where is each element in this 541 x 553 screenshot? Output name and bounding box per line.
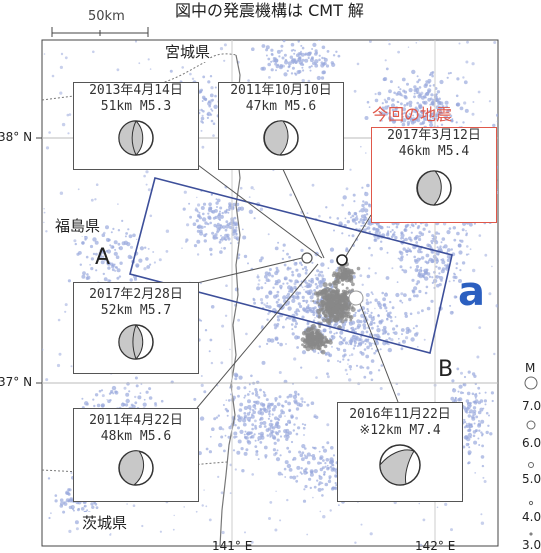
mechanism-date: 2017年2月28日 xyxy=(89,287,183,302)
mechanism-date: 2017年3月12日 xyxy=(387,128,481,143)
cross-section-label: a xyxy=(458,269,485,315)
mechanism-depth-magnitude: 51km M5.3 xyxy=(100,99,172,114)
mechanism-depth-magnitude: 52km M5.7 xyxy=(100,303,172,318)
mechanism-date: 2013年4月14日 xyxy=(89,83,183,98)
epicenter-2017mar xyxy=(336,254,348,266)
prefecture-label-fukushima: 福島県 xyxy=(55,215,101,236)
mechanism-box-2017-02-28: 2017年2月28日 52km M5.7 xyxy=(73,282,199,374)
mechanism-depth-magnitude: 48km M5.6 xyxy=(100,429,172,444)
magnitude-legend-40: 4.0 xyxy=(522,510,541,524)
epicenter-2016nov xyxy=(348,290,364,306)
section-label-a: A xyxy=(95,245,111,270)
beachball-icon xyxy=(118,324,154,360)
mechanism-box-2017-03-12: 2017年3月12日 46km M5.4 xyxy=(371,127,497,223)
mechanism-date: 2011年10月10日 xyxy=(230,83,332,98)
epicenter-2017feb xyxy=(301,252,313,264)
magnitude-legend-60: 6.0 xyxy=(522,436,541,450)
magnitude-legend-title: M xyxy=(525,361,536,375)
lat-label-37: 37° N xyxy=(0,375,33,389)
beachball-icon xyxy=(416,170,452,206)
magnitude-legend-50: 5.0 xyxy=(522,472,541,486)
prefecture-label-miyagi: 宮城県 xyxy=(165,41,211,62)
beachball-icon xyxy=(379,444,421,486)
magnitude-legend-70: 7.0 xyxy=(522,399,541,413)
cross-section-box xyxy=(129,177,453,354)
prefecture-label-ibaraki: 茨城県 xyxy=(82,512,128,533)
mechanism-depth-magnitude: 47km M5.6 xyxy=(245,99,317,114)
mechanism-box-2016-11-22: 2016年11月22日 ※12km M7.4 xyxy=(337,402,463,502)
mechanism-box-2011-10-10: 2011年10月10日 47km M5.6 xyxy=(218,82,344,170)
lat-label-38: 38° N xyxy=(0,130,33,144)
scale-label: 50km xyxy=(88,9,125,24)
scale-bar xyxy=(51,27,149,37)
leader-lines xyxy=(196,164,399,409)
magnitude-legend-30: 3.0 xyxy=(522,538,541,552)
beachball-icon xyxy=(118,120,154,156)
mechanism-box-2011-04-22: 2011年4月22日 48km M5.6 xyxy=(73,408,199,502)
aftershock-cluster xyxy=(300,261,361,355)
mechanism-date: 2016年11月22日 xyxy=(349,407,451,422)
beachball-icon xyxy=(263,120,299,156)
mechanism-depth-magnitude: 46km M5.4 xyxy=(398,144,470,159)
beachball-icon xyxy=(118,450,154,486)
lon-label-142: 142° E xyxy=(415,539,456,553)
section-label-b: B xyxy=(438,357,454,382)
mechanism-box-2013-04-14: 2013年4月14日 51km M5.3 xyxy=(73,82,199,170)
lon-label-141: 141° E xyxy=(212,539,253,553)
mechanism-date: 2011年4月22日 xyxy=(89,413,183,428)
mechanism-depth-magnitude: ※12km M7.4 xyxy=(359,423,441,438)
magnitude-legend-circles xyxy=(524,376,538,536)
current-earthquake-label: 今回の地震 xyxy=(372,105,453,124)
map-title: 図中の発震機構は CMT 解 xyxy=(175,1,364,20)
